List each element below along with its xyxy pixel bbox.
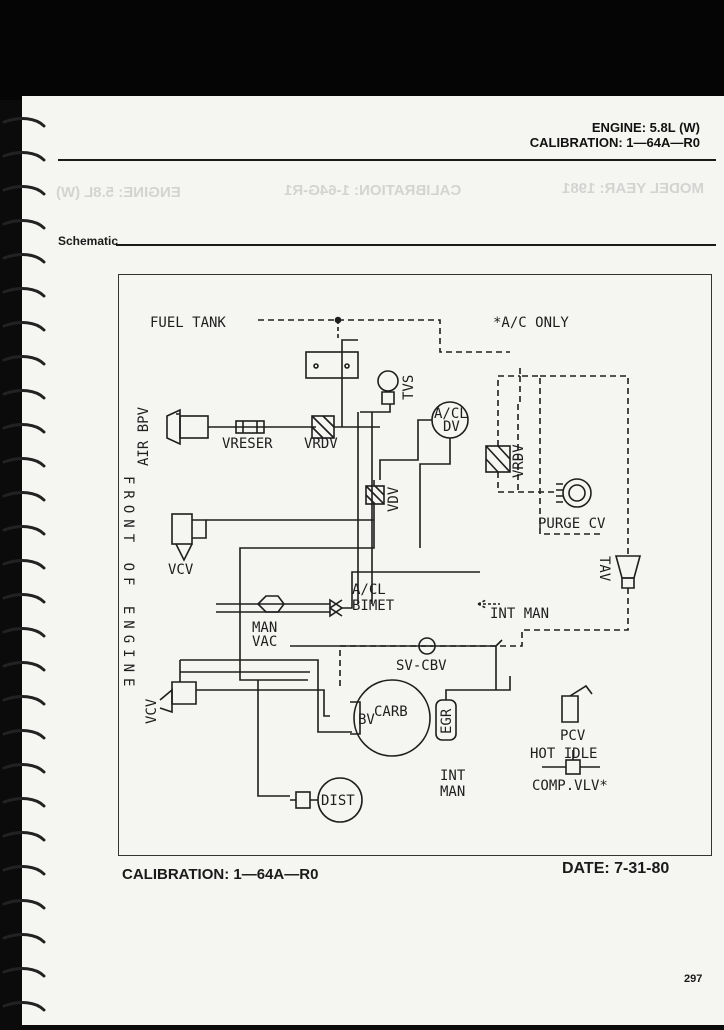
background-top — [0, 0, 724, 100]
section-rule — [116, 244, 716, 246]
purge-cv-valve — [562, 478, 592, 508]
label-vcv-top: VCV — [168, 562, 194, 578]
label-carb: CARB — [374, 704, 408, 720]
acl-bimet-valve — [328, 598, 344, 618]
label-acl-dv-line1: A/CL — [434, 406, 468, 422]
label-tav: TAV — [596, 556, 612, 582]
label-vreser: VRESER — [222, 436, 273, 452]
label-int-man-bottom-line1: INT — [440, 768, 466, 784]
label-front-of-engine: FRONT OF ENGINE — [120, 476, 136, 692]
label-acl-bimet-line1: A/CL — [352, 582, 386, 598]
label-comp-vlv: COMP.VLV* — [532, 778, 608, 794]
hot-idle-comp-valve — [565, 759, 581, 775]
header-rule — [58, 159, 716, 161]
label-air-bpv: AIR BPV — [136, 406, 152, 466]
fuel-tank-hose — [258, 319, 510, 353]
label-pcv: PCV — [560, 728, 586, 744]
vcv-top-valve — [171, 513, 193, 545]
carburetor — [353, 679, 431, 757]
label-bv: BV — [358, 712, 375, 728]
manual-page: MODEL YEAR: 1981 CALIBRATION: 1-64G-R1 E… — [22, 96, 724, 1025]
label-purge-cv: PURGE CV — [538, 516, 606, 532]
label-hot-idle: HOT IDLE — [530, 746, 597, 762]
label-ac-only: *A/C ONLY — [493, 315, 569, 331]
air-bpv-valve — [166, 408, 181, 446]
man-vac-fitting — [256, 595, 285, 613]
engine-heading: ENGINE: 5.8L (W) — [591, 120, 700, 135]
footer-date: DATE: 7-31-80 — [562, 860, 670, 877]
label-man-vac-line1: MAN — [252, 620, 277, 636]
page-number: 297 — [684, 973, 703, 985]
label-fuel-tank: FUEL TANK — [150, 315, 226, 331]
label-int-man-right: INT MAN — [490, 606, 549, 622]
canister-bracket — [305, 351, 359, 379]
tav-valve — [614, 555, 642, 579]
spiral-binding — [0, 100, 50, 1025]
schematic-frame-right — [711, 274, 712, 856]
calibration-heading: CALIBRATION: 1—64A—R0 — [529, 135, 700, 150]
label-sv-cbv: SV-CBV — [396, 658, 447, 674]
label-vcv-bottom: VCV — [144, 698, 160, 724]
label-int-man-bottom-line2: MAN — [440, 784, 465, 800]
schematic-frame-left — [118, 274, 119, 856]
schematic-frame-top — [118, 274, 712, 275]
label-egr: EGR — [439, 708, 455, 734]
label-acl-bimet-line2: BIMET — [352, 598, 395, 614]
vreser-valve — [235, 420, 265, 434]
schematic-frame-bottom — [118, 855, 712, 856]
label-man-vac-line2: VAC — [252, 634, 277, 650]
label-tvs: TVS — [401, 375, 417, 400]
label-vrdv: VRDV — [304, 436, 338, 452]
label-vdv: VDV — [386, 486, 402, 512]
tvs-valve — [377, 370, 399, 392]
footer-calibration: CALIBRATION: 1—64A—R0 — [122, 866, 319, 883]
label-dist: DIST — [321, 793, 355, 809]
label-vrdv-right: VRDV — [511, 444, 527, 478]
label-acl-dv-line2: DV — [443, 419, 460, 435]
vcv-bottom-valve — [171, 681, 197, 705]
pcv-valve — [561, 695, 579, 723]
section-title: Schematic — [58, 234, 119, 248]
